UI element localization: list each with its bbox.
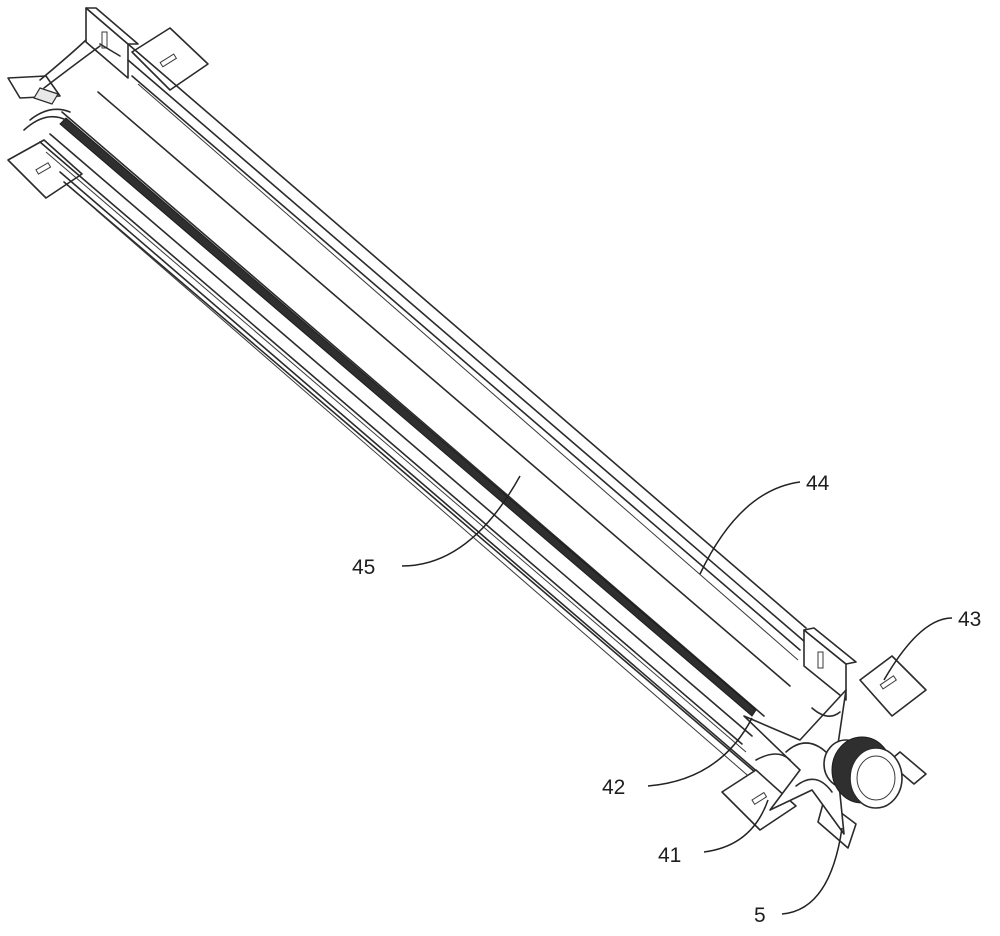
label-44: 44: [806, 472, 830, 495]
near-end-bracket-top: [804, 628, 856, 700]
label-45: 45: [352, 556, 375, 579]
leader-5: [782, 828, 842, 914]
channel-body: [40, 44, 812, 800]
label-5: 5: [754, 904, 766, 927]
label-43: 43: [958, 608, 981, 631]
far-end-bracket-flange: [8, 76, 60, 104]
far-end-bracket-top: [86, 8, 138, 78]
leader-42: [648, 718, 752, 786]
label-41: 41: [658, 844, 681, 867]
label-42: 42: [602, 776, 625, 799]
leader-44: [700, 482, 800, 574]
